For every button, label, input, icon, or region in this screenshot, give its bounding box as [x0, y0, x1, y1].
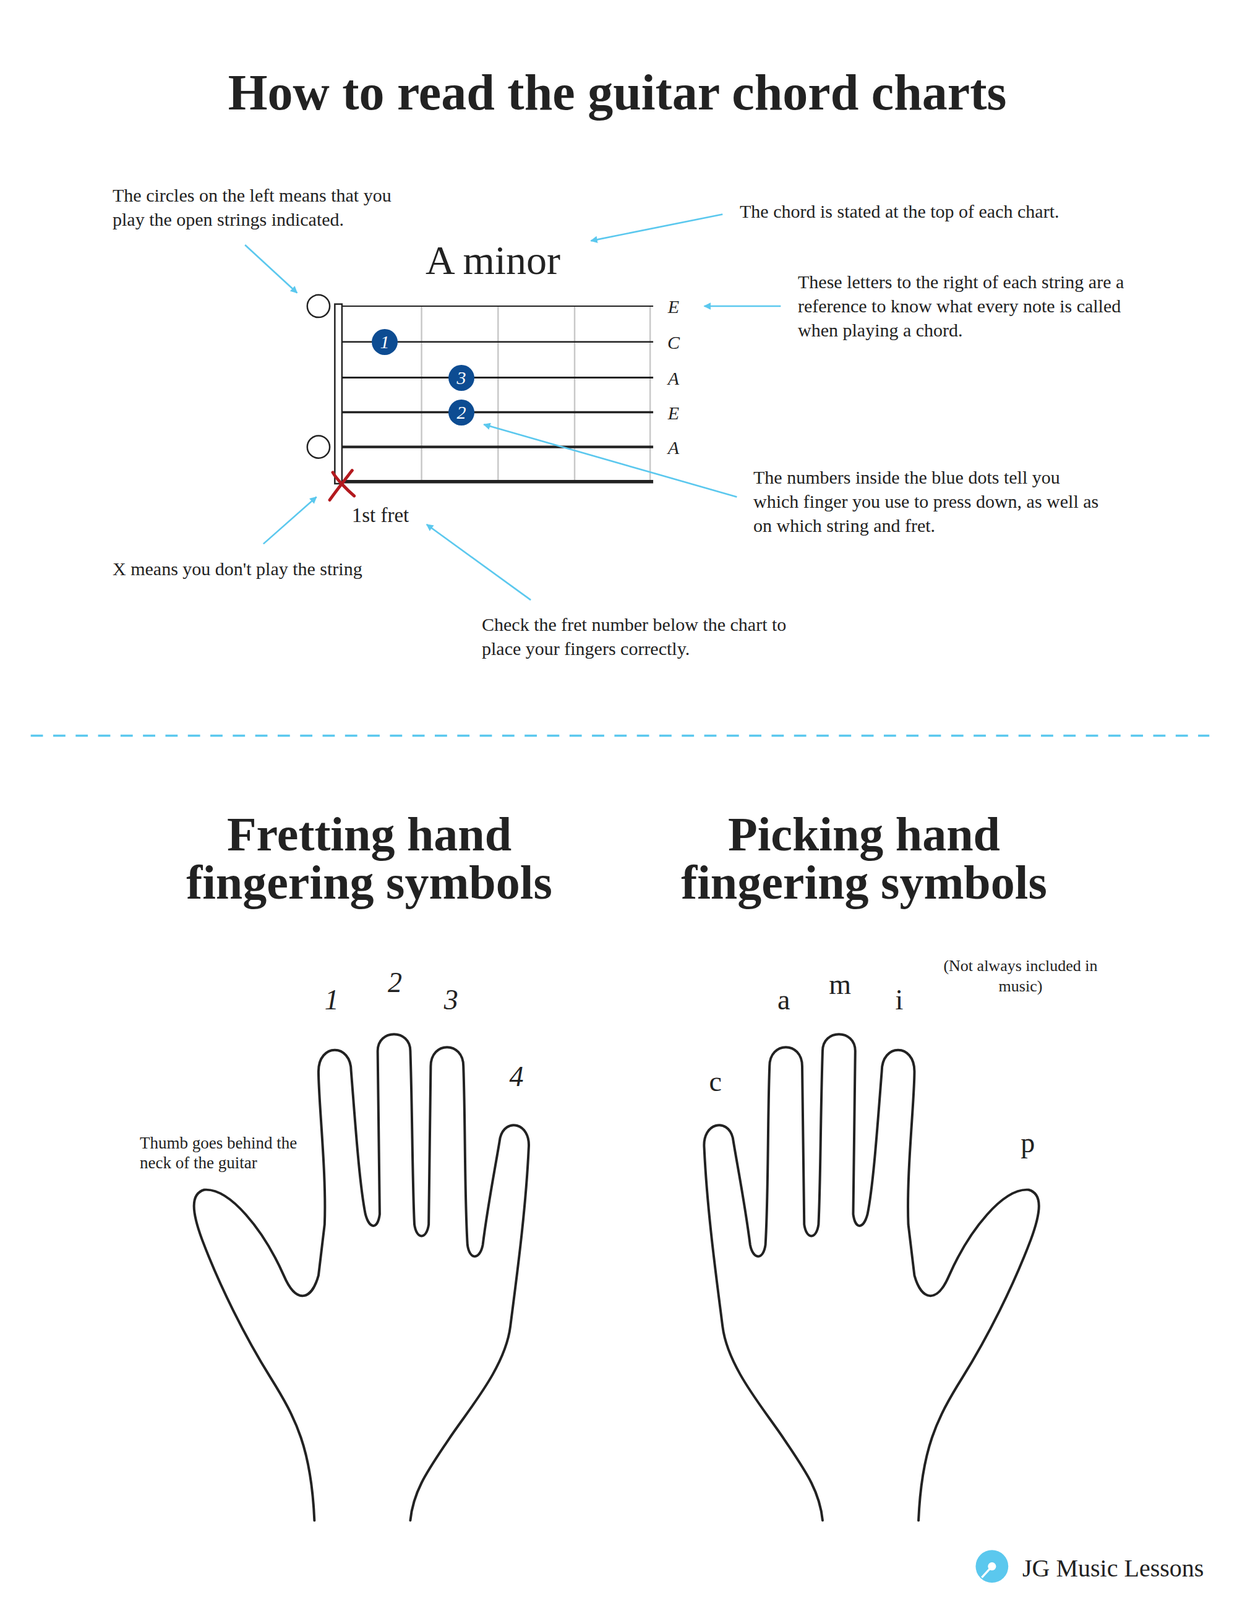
- muted-x: [329, 470, 355, 501]
- note-text: Thumb goes behind the neck of the guitar: [139, 1133, 320, 1174]
- callout-text: These letters to the right of each strin…: [797, 269, 1145, 343]
- callout-text: The circles on the left means that you p…: [112, 183, 422, 232]
- string-lines: [340, 306, 654, 482]
- open-string-circle: [307, 295, 330, 318]
- fret-number: 1st fret: [351, 502, 410, 529]
- finger-letter: c: [709, 1063, 722, 1101]
- section-heading: Picking hand fingering symbols: [629, 810, 1100, 907]
- brand-name: JG Music Lessons: [1022, 1552, 1204, 1585]
- finger-letter: m: [828, 966, 852, 1004]
- divider: [30, 734, 1210, 738]
- callout-text: The numbers inside the blue dots tell yo…: [753, 465, 1100, 538]
- section-heading: Fretting hand fingering symbols: [134, 810, 605, 907]
- finger-dot: 2: [448, 399, 475, 426]
- logo: [975, 1549, 1009, 1583]
- page-title: How to read the guitar chord charts: [228, 59, 1007, 127]
- finger-dot-number: 1: [380, 331, 390, 353]
- string-note: E: [667, 400, 680, 425]
- fretting-hand: [194, 1034, 529, 1521]
- leader-arrows: [244, 214, 781, 600]
- picking-hand: [703, 1034, 1039, 1521]
- finger-number: 4: [509, 1058, 524, 1096]
- finger-number: 1: [324, 981, 339, 1019]
- string-note: C: [667, 330, 680, 355]
- string-note: A: [667, 435, 680, 460]
- finger-dot: 3: [448, 364, 475, 391]
- nut: [334, 304, 343, 484]
- open-string-circle: [307, 435, 330, 458]
- finger-dot: 1: [371, 329, 398, 356]
- note-text: (Not always included in music): [933, 956, 1108, 997]
- finger-number: 2: [387, 964, 403, 1002]
- callout-text: Check the fret number below the chart to…: [481, 612, 804, 661]
- callout-text: The chord is stated at the top of each c…: [739, 199, 1059, 224]
- finger-letter: i: [894, 981, 904, 1019]
- finger-letter: p: [1020, 1124, 1035, 1162]
- chord-name: A minor: [425, 233, 561, 287]
- string-note: A: [667, 366, 680, 391]
- finger-number: 3: [444, 981, 459, 1019]
- string-note: E: [667, 294, 680, 319]
- finger-letter: a: [777, 981, 790, 1019]
- finger-dot-number: 3: [457, 367, 467, 389]
- fret-lines: [421, 306, 651, 482]
- finger-dot-number: 2: [457, 402, 467, 424]
- callout-text: X means you don't play the string: [112, 556, 363, 581]
